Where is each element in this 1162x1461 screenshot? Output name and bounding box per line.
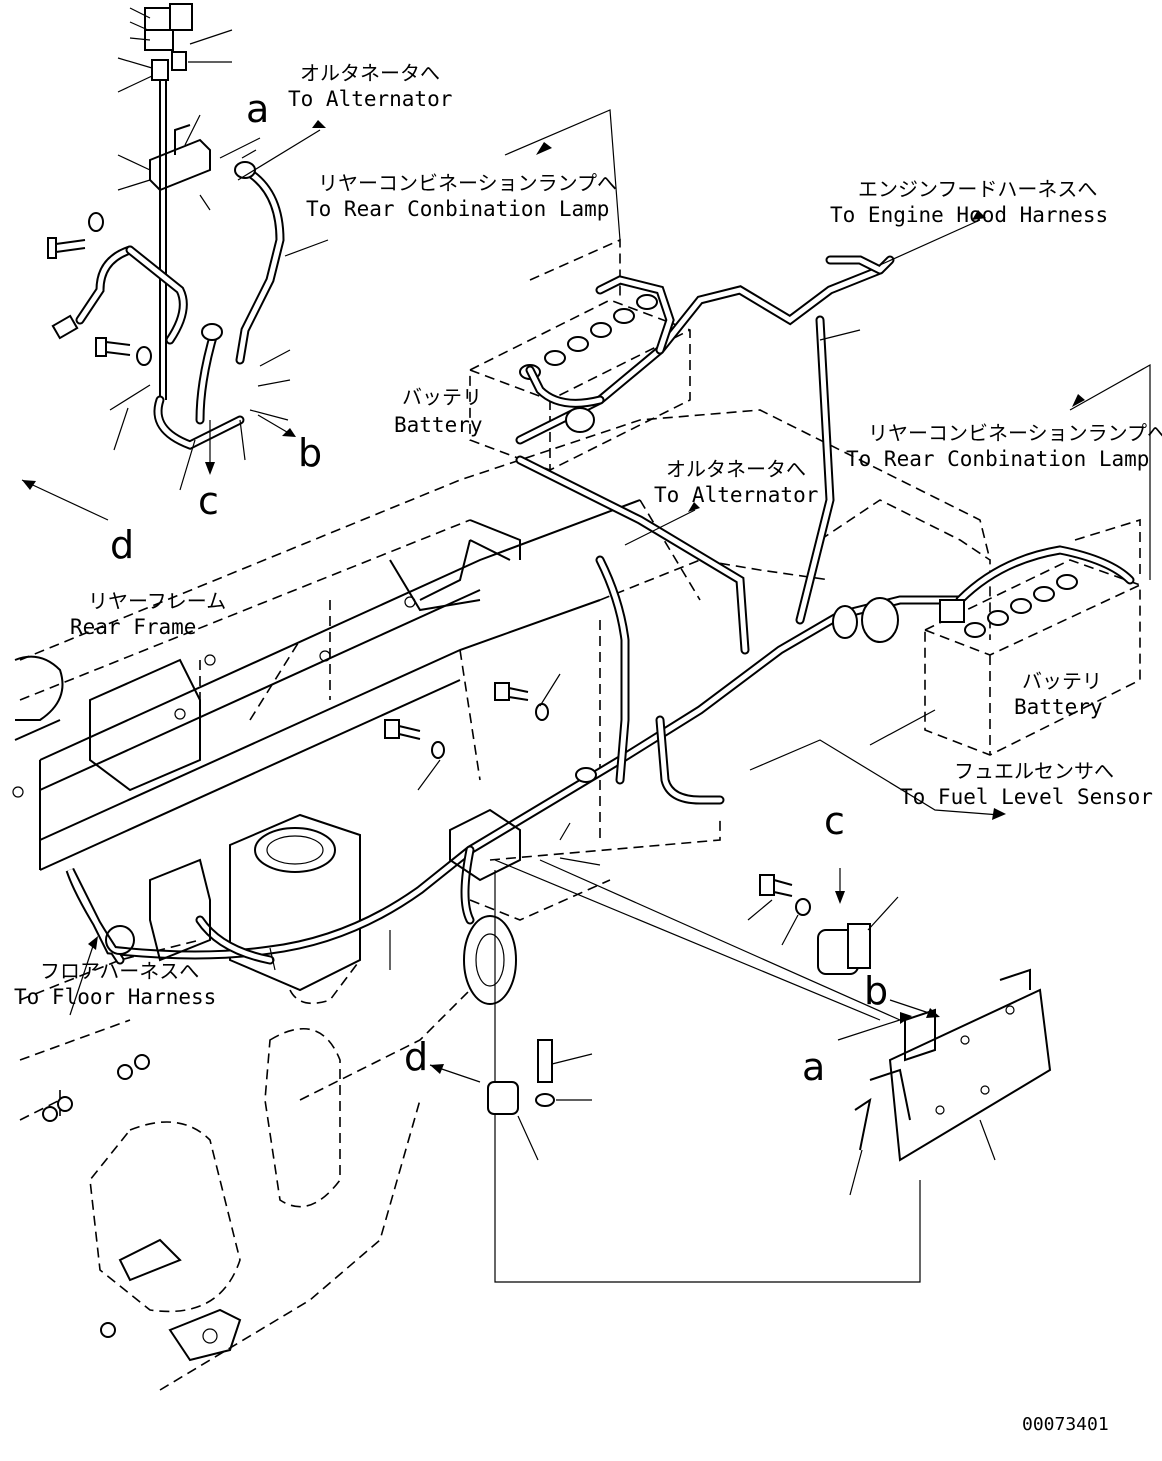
reference-letters: a b c d c b a d: [110, 87, 888, 1089]
bracket-plate: [747, 874, 1052, 1196]
fuel-sensor-en: To Fuel Level Sensor: [900, 785, 1153, 809]
rear-lamp-top-jp: リヤーコンビネーションランプへ: [318, 171, 617, 195]
callout-labels: オルタネータへ To Alternator リヤーコンビネーションランプへ To…: [14, 61, 1162, 1009]
drawing-number: 00073401: [1022, 1414, 1109, 1435]
rear-lamp-top-en: To Rear Conbination Lamp: [306, 197, 609, 221]
ref-c-mid: c: [824, 799, 845, 843]
alternator-top-jp: オルタネータへ: [300, 61, 440, 85]
floor-harness-en: To Floor Harness: [14, 985, 216, 1009]
engine-hood-jp: エンジンフードハーネスへ: [858, 177, 1097, 201]
battery-left: [469, 238, 691, 471]
battery-right-jp: バッテリ: [1022, 669, 1102, 693]
exploded-detail-top-left: [47, 3, 329, 491]
pointer-lines: [21, 109, 1151, 1083]
ref-a-mid: a: [802, 1045, 825, 1089]
battery-right: [924, 518, 1141, 756]
ref-d-top: d: [110, 523, 134, 567]
ref-b-mid: b: [864, 969, 888, 1013]
rear-frame: [12, 409, 991, 1391]
alternator-mid-jp: オルタネータへ: [666, 457, 806, 481]
ref-c-top: c: [198, 479, 219, 523]
alternator-top-en: To Alternator: [288, 87, 452, 111]
rear-lamp-right-en: To Rear Conbination Lamp: [846, 447, 1149, 471]
battery-right-en: Battery: [1014, 695, 1103, 719]
engine-hood-en: To Engine Hood Harness: [830, 203, 1108, 227]
rear-frame-en: Rear Frame: [70, 615, 196, 639]
ref-a-top: a: [246, 87, 269, 131]
alternator-mid-en: To Alternator: [654, 483, 818, 507]
fuel-sensor-jp: フュエルセンサへ: [954, 759, 1114, 783]
ref-d-mid: d: [404, 1035, 428, 1079]
main-harness: [65, 255, 1135, 965]
floor-harness-jp: フロアハーネスへ: [40, 959, 199, 983]
battery-left-en: Battery: [394, 413, 483, 437]
battery-left-jp: バッテリ: [402, 385, 482, 409]
ref-b-top: b: [298, 431, 322, 475]
relay-d: [487, 870, 921, 1283]
center-fittings: [105, 673, 601, 971]
rear-lamp-right-jp: リヤーコンビネーションランプへ: [868, 421, 1162, 445]
rear-frame-jp: リヤーフレーム: [88, 589, 226, 613]
